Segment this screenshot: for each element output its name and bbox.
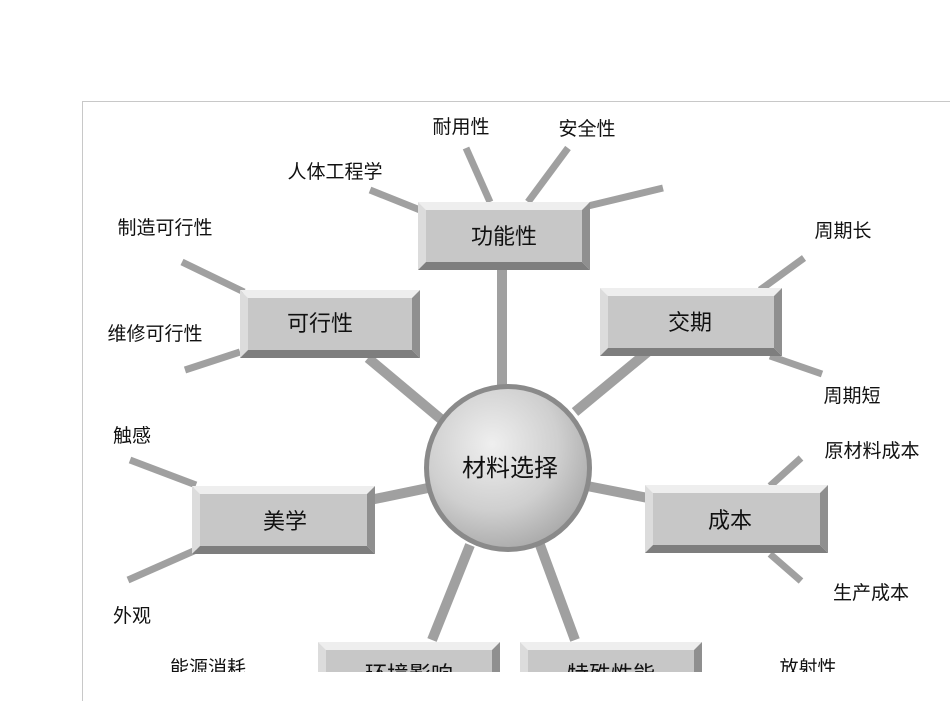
box-environment: 环境影响: [318, 642, 500, 672]
leaf-line-prodcost: [767, 551, 804, 584]
connector-feasibility: [364, 354, 446, 424]
connector-delivery: [571, 346, 654, 416]
leaf-line-rawcost: [767, 455, 804, 489]
leaf-line-extra: [587, 184, 664, 210]
box-label-cost: 成本: [708, 509, 752, 534]
leaf-line-appearance: [126, 546, 198, 584]
connector-cost: [581, 480, 649, 503]
leaf-labels: 耐用性 安全性 人体工程学 制造可行性 维修可行性 周期长 周期短 触感 外观 …: [107, 116, 919, 672]
leaf-connectors: [126, 145, 824, 584]
center-node: 材料选择: [424, 384, 592, 552]
leaf-maintenance-feasibility: 维修可行性: [107, 323, 202, 345]
box-label-special: 特殊性能: [567, 663, 655, 672]
leaf-ergonomics: 人体工程学: [287, 161, 382, 183]
leaf-manufacturing-feasibility: 制造可行性: [117, 217, 212, 239]
leaf-energy-consumption: 能源消耗: [170, 657, 246, 672]
leaf-line-long: [757, 255, 807, 293]
box-label-aesthetics: 美学: [263, 510, 307, 535]
box-feasibility: 可行性: [240, 290, 420, 358]
leaf-raw-material-cost: 原材料成本: [824, 440, 919, 462]
leaf-production-cost: 生产成本: [833, 582, 909, 604]
center-label: 材料选择: [462, 454, 558, 482]
leaf-line-safety: [525, 145, 571, 205]
leaf-touch: 触感: [113, 425, 151, 447]
connector-aesthetics: [368, 483, 430, 505]
leaf-appearance: 外观: [113, 605, 151, 627]
leaf-durability: 耐用性: [432, 116, 489, 138]
leaf-line-touch: [128, 456, 198, 489]
center-connectors: [364, 268, 654, 642]
box-label-feasibility: 可行性: [287, 312, 353, 337]
box-special: 特殊性能: [520, 642, 702, 672]
box-label-delivery: 交期: [668, 311, 712, 336]
box-label-functionality: 功能性: [471, 225, 537, 250]
box-functionality: 功能性: [418, 202, 590, 270]
diagram-frame: [82, 101, 950, 701]
leaf-long-cycle: 周期长: [814, 220, 871, 242]
box-cost: 成本: [645, 485, 828, 553]
leaf-radioactivity: 放射性: [779, 657, 836, 672]
leaf-line-short: [768, 352, 824, 378]
leaf-short-cycle: 周期短: [823, 385, 880, 407]
box-delivery: 交期: [600, 288, 782, 356]
leaf-safety: 安全性: [558, 118, 615, 140]
leaf-line-durability: [462, 146, 494, 204]
leaf-line-manufacturing: [180, 258, 246, 296]
connector-special: [535, 543, 580, 642]
connector-environment: [427, 543, 475, 642]
leaf-line-ergonomics: [368, 186, 422, 214]
mind-map: 功能性 可行性 交期 美学 成本 环境影响: [107, 116, 920, 672]
box-aesthetics: 美学: [192, 486, 375, 554]
leaf-line-maintenance: [183, 348, 242, 374]
box-label-environment: 环境影响: [365, 663, 453, 672]
